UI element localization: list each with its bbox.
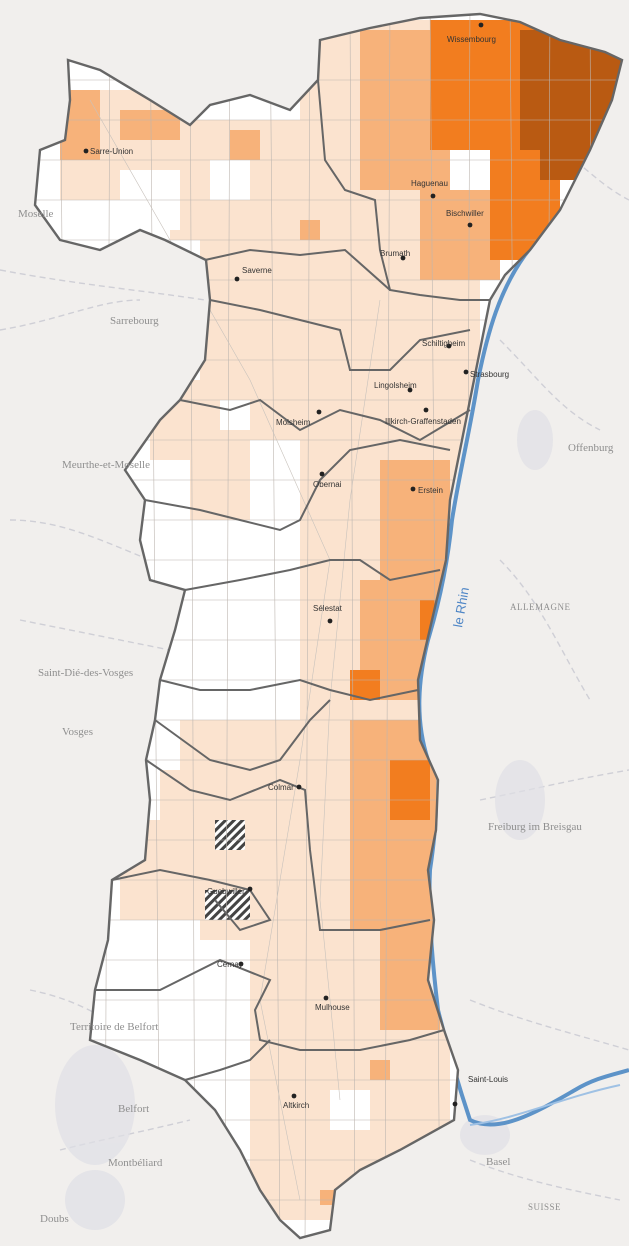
city-dot (410, 486, 416, 492)
region-label-doubs: Doubs (40, 1213, 69, 1225)
city-label-colmar: Colmar (268, 783, 294, 792)
city-label-sarrebourg: Sarrebourg (110, 315, 159, 327)
city-dot (430, 193, 436, 199)
city-dot (316, 409, 322, 415)
city-label-bischwiller: Bischwiller (446, 209, 484, 218)
city-label-lingolsheim: Lingolsheim (374, 381, 417, 390)
city-label-illkirch: Illkirch-Graffenstaden (385, 417, 461, 426)
city-dot (446, 343, 452, 349)
city-label-obernai: Obernai (313, 480, 342, 489)
hatched-zone (215, 820, 245, 850)
city-label-strasbourg: Strasbourg (470, 370, 509, 379)
rhine-canal (469, 1084, 621, 1126)
region-label-moselle: Moselle (18, 208, 54, 220)
city-dot (247, 886, 253, 892)
city-dot (296, 784, 302, 790)
region-label-allemagne: ALLEMAGNE (510, 602, 571, 612)
city-dot (327, 618, 333, 624)
city-label-saint-die: Saint-Dié-des-Vosges (38, 667, 133, 679)
city-label-haguenau: Haguenau (411, 179, 448, 188)
city-label-cernay: Cernay (217, 960, 243, 969)
city-dot (407, 387, 413, 393)
river-label-rhin: le Rhin (450, 586, 472, 628)
city-dot (452, 1101, 458, 1107)
city-markers (83, 22, 484, 1107)
city-label-wissembourg: Wissembourg (447, 35, 496, 44)
city-dot (238, 961, 244, 967)
region-label-vosges: Vosges (62, 726, 93, 738)
city-dot (400, 255, 406, 261)
city-label-molsheim: Molsheim (276, 418, 311, 427)
city-dot (463, 369, 469, 375)
city-label-freiburg: Freiburg im Breisgau (488, 821, 582, 833)
city-label-erstein: Erstein (418, 486, 443, 495)
city-label-saint-louis: Saint-Louis (468, 1075, 508, 1084)
city-label-selestat: Sélestat (313, 604, 343, 613)
city-label-guebwiller: Guebwiller (207, 887, 245, 896)
city-dot (319, 471, 325, 477)
city-label-altkirch: Altkirch (283, 1101, 309, 1110)
region-label-meurthe: Meurthe-et-Moselle (62, 459, 150, 471)
region-label-territoire: Territoire de Belfort (70, 1021, 158, 1033)
city-label-brumath: Brumath (380, 249, 410, 258)
city-dot (467, 222, 473, 228)
city-label-saverne: Saverne (242, 266, 272, 275)
city-dot (478, 22, 484, 28)
city-dot (291, 1093, 297, 1099)
region-label-suisse: SUISSE (528, 1202, 561, 1212)
city-dot (83, 148, 89, 154)
city-label-mulhouse: Mulhouse (315, 1003, 350, 1012)
urban-blur (55, 410, 553, 1230)
city-dot (323, 995, 329, 1001)
city-label-sarre-union: Sarre-Union (90, 147, 133, 156)
city-label-belfort: Belfort (118, 1103, 149, 1115)
city-label-offenburg: Offenburg (568, 442, 614, 454)
city-label-schiltigheim: Schiltigheim (422, 339, 465, 348)
city-label-montbeliard: Montbéliard (108, 1157, 163, 1169)
city-label-basel: Basel (486, 1156, 510, 1168)
city-dot (234, 276, 240, 282)
city-dot (423, 407, 429, 413)
arrondissement-borders (95, 79, 490, 1081)
city-labels: Wissembourg Sarre-Union Haguenau Bischwi… (90, 35, 509, 1110)
